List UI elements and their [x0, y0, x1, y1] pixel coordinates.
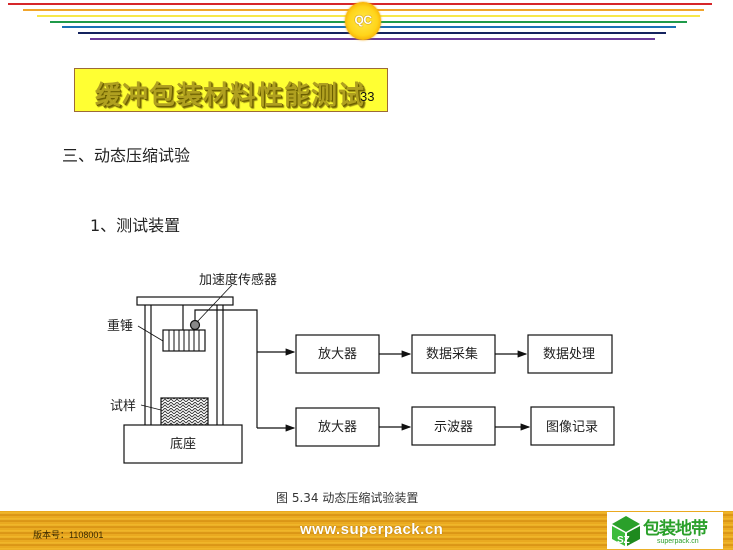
brand-name: 包装地带 [643, 519, 708, 539]
hammer-stripes [168, 330, 200, 351]
brand-url: superpack.cn [657, 538, 699, 545]
page-number: 33 [360, 89, 375, 104]
top-amplifier-label: 放大器 [318, 347, 357, 362]
oscilloscope-box [411, 406, 496, 446]
subsection-heading: 1、测试装置 [90, 216, 181, 235]
version-number: 版本号：1108001 [33, 530, 104, 540]
image-record-label: 图像记录 [546, 420, 598, 435]
qc-logo-text: QC [354, 13, 373, 27]
frame-top-beam [136, 296, 234, 306]
footer-bar: 版本号：1108001 www.superpack.cn SZ 包装地带 sup… [0, 511, 733, 550]
oscilloscope-label: 示波器 [434, 420, 473, 435]
sensor-leader-line [196, 284, 233, 323]
data-acquisition-label: 数据采集 [426, 346, 478, 362]
bottom-amplifier-label: 放大器 [318, 420, 357, 435]
top-amplifier-box [295, 334, 380, 374]
website-link[interactable]: www.superpack.cn [300, 521, 444, 538]
label-base: 底座 [170, 436, 196, 452]
data-processing-label: 数据处理 [543, 347, 595, 362]
sample-leader-line [140, 404, 162, 411]
rainbow-line-purple [90, 38, 655, 40]
data-processing-box [527, 334, 613, 374]
label-sensor: 加速度传感器 [199, 272, 277, 288]
image-record-box [530, 406, 615, 446]
slide-title-box: 缓冲包装材料性能测试 33 [74, 68, 388, 112]
section-heading: 三、动态压缩试验 [62, 146, 191, 165]
sample-specimen [160, 397, 209, 426]
svg-text:SZ: SZ [617, 535, 630, 546]
base [123, 424, 243, 464]
label-hammer: 重锤 [107, 318, 133, 334]
label-sample: 试样 [110, 399, 136, 414]
brand-box-icon: SZ [612, 516, 640, 546]
figure-caption: 图 5.34 动态压缩试验装置 [276, 491, 419, 505]
brand-logo: SZ 包装地带 superpack.cn [607, 512, 723, 549]
qc-logo: QC [345, 2, 381, 40]
accelerometer-sensor [189, 319, 201, 331]
hammer-leader-line [137, 325, 164, 342]
signal-wire [194, 309, 258, 428]
slide-title: 缓冲包装材料性能测试 [95, 81, 366, 111]
data-acquisition-box [411, 334, 496, 374]
rainbow-header-banner: QC [0, 0, 733, 45]
